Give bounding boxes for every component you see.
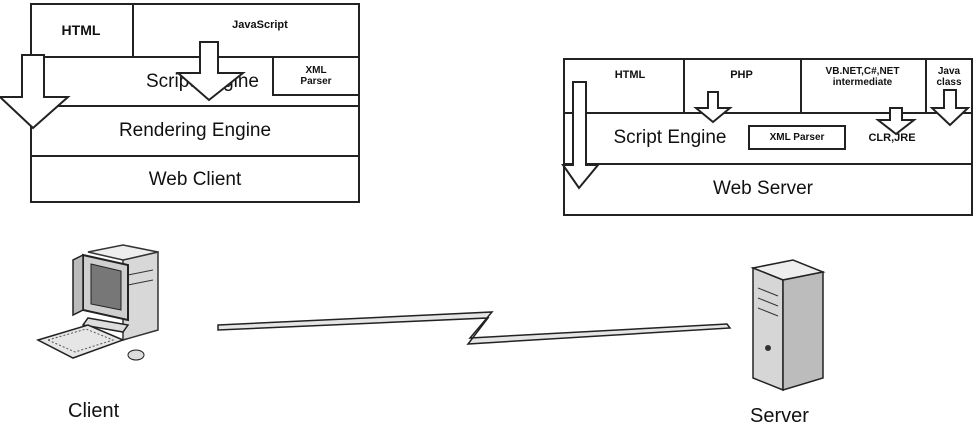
client-row-divider-2: [30, 105, 360, 107]
server-computer-icon: [750, 259, 826, 392]
client-xml-parser-label: XML Parser: [300, 65, 332, 87]
server-caption: Server: [750, 405, 809, 427]
server-divider-1: [683, 58, 685, 113]
client-stack: [30, 3, 360, 203]
client-xml-parser-box: [272, 56, 360, 96]
server-web-server-label: Web Server: [713, 178, 813, 199]
client-top-divider: [132, 3, 134, 58]
server-php-label: PHP: [730, 69, 753, 81]
lightning-link: [217, 311, 732, 345]
client-script-engine-label: Script Engine: [145, 70, 259, 92]
server-dotnet-label: VB.NET,C#,NET intermediate: [825, 66, 900, 88]
server-clr-jre-label: CLR,JRE: [868, 131, 916, 144]
server-row-divider-1: [563, 112, 973, 114]
client-javascript-label: JavaScript: [232, 19, 288, 31]
server-divider-3: [925, 58, 927, 113]
client-web-client-label: Web Client: [148, 169, 242, 190]
client-row-divider-3: [30, 155, 360, 157]
client-rendering-engine-label: Rendering Engine: [118, 120, 272, 141]
server-java-label: Java class: [936, 66, 962, 88]
server-divider-2: [800, 58, 802, 113]
server-script-engine-label: Script Engine: [613, 127, 727, 148]
client-caption: Client: [68, 400, 120, 422]
server-xml-parser-box: [748, 125, 846, 150]
client-html-label: HTML: [61, 21, 101, 38]
server-xml-parser-label: XML Parser: [769, 132, 825, 143]
server-row-divider-2: [563, 163, 973, 165]
client-computer-icon: [36, 244, 159, 361]
server-html-label: HTML: [614, 69, 646, 81]
